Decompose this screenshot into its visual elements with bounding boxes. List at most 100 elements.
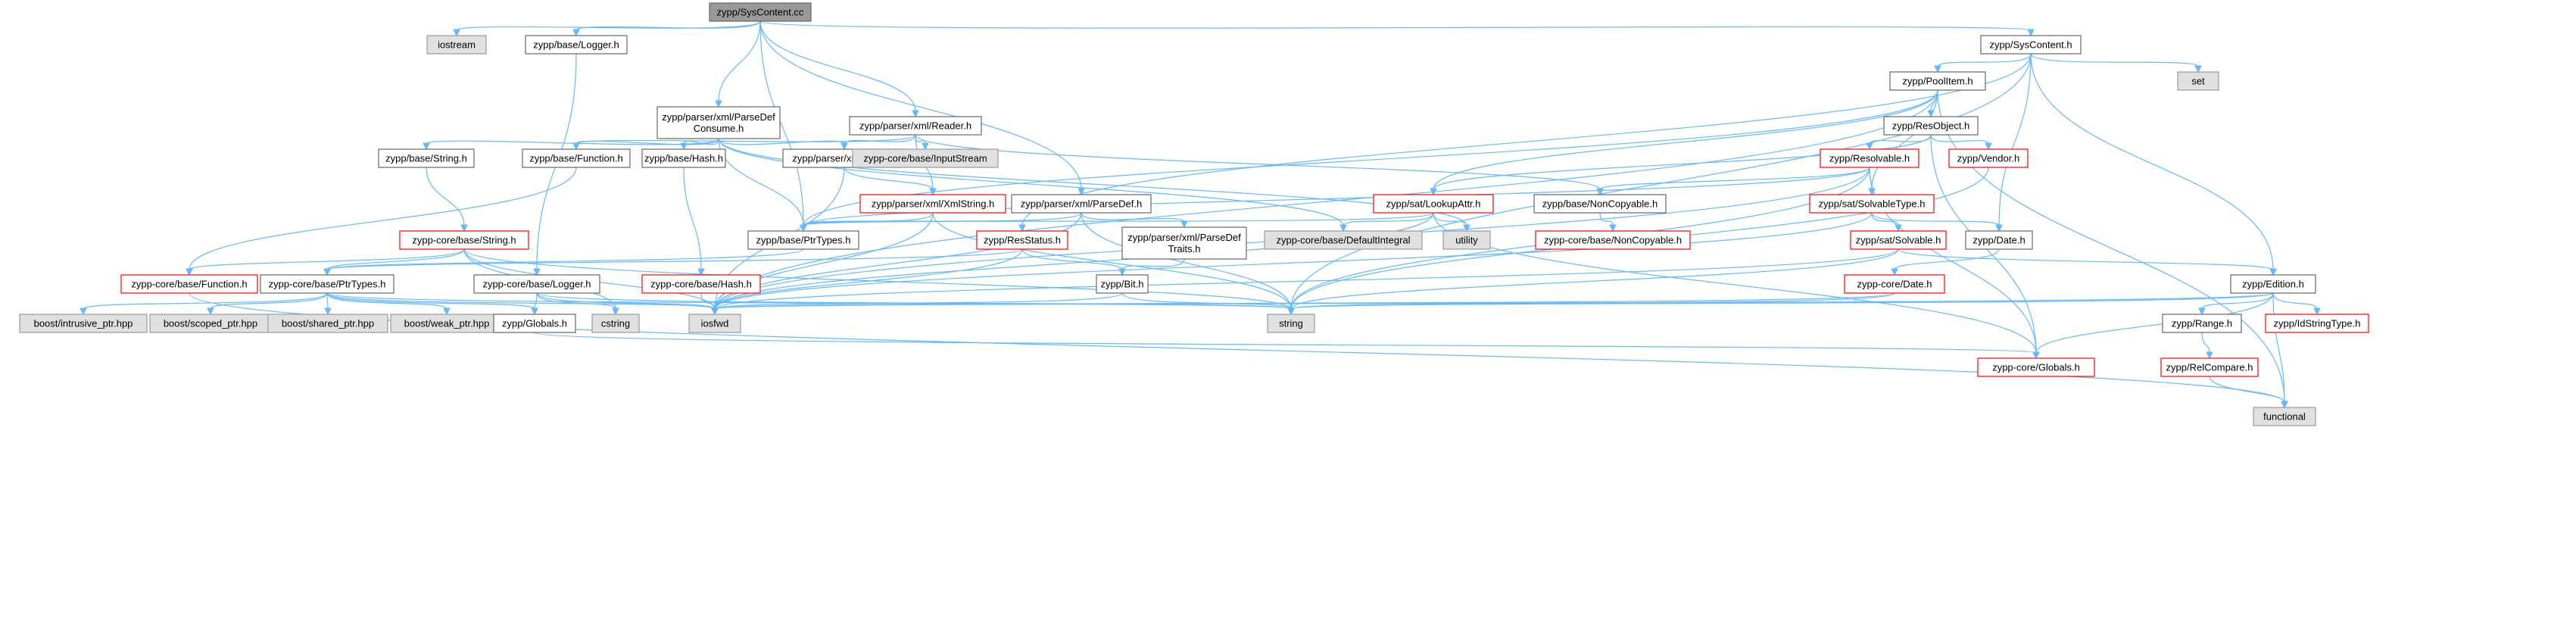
node-edition_h[interactable]: zypp/Edition.h bbox=[2230, 274, 2316, 294]
node-label-range_h: zypp/Range.h bbox=[2172, 317, 2232, 329]
node-label-core_ptrtypes_h: zypp-core/base/PtrTypes.h bbox=[269, 278, 386, 289]
node-iostream[interactable]: iostream bbox=[426, 35, 487, 55]
node-core_function_h[interactable]: zypp-core/base/Function.h bbox=[120, 274, 258, 294]
node-range_h[interactable]: zypp/Range.h bbox=[2162, 314, 2242, 333]
node-core_hash_h[interactable]: zypp-core/base/Hash.h bbox=[641, 274, 761, 294]
node-label-resolvable_h: zypp/Resolvable.h bbox=[1829, 152, 1910, 164]
node-core_logger_h[interactable]: zypp-core/base/Logger.h bbox=[473, 274, 600, 294]
node-string[interactable]: string bbox=[1267, 314, 1315, 333]
node-label-functional: functional bbox=[2263, 410, 2306, 422]
node-scoped_ptr[interactable]: boost/scoped_ptr.hpp bbox=[149, 314, 272, 333]
arrowhead-syscontent_h-to-poolitem_h bbox=[1934, 65, 1941, 73]
edge-parsedef_h-to-iosfwd bbox=[714, 212, 1082, 310]
node-resstatus_h[interactable]: zypp/ResStatus.h bbox=[976, 230, 1068, 250]
node-poolitem_h[interactable]: zypp/PoolItem.h bbox=[1889, 71, 1986, 91]
node-label-weak_ptr: boost/weak_ptr.hpp bbox=[404, 317, 490, 329]
edge-bit_h-to-iosfwd bbox=[714, 292, 1123, 310]
node-noncopyable_h[interactable]: zypp/base/NonCopyable.h bbox=[1533, 194, 1667, 214]
node-core_date_h[interactable]: zypp-core/Date.h bbox=[1844, 274, 1945, 294]
nodes-layer: zypp/SysContent.cc iostream zypp/base/Logg… bbox=[19, 2, 2369, 426]
arrowhead-relcompare_h-to-functional bbox=[2281, 401, 2288, 409]
node-box-string_h bbox=[378, 148, 475, 168]
node-ptrtypes_h[interactable]: zypp/base/PtrTypes.h bbox=[747, 230, 859, 250]
edge-resstatus_h-to-iosfwd bbox=[714, 248, 1023, 310]
arrowhead-root-to-iostream bbox=[453, 29, 460, 37]
edge-resolvable_h-to-noncopyable_h bbox=[1599, 167, 1870, 190]
node-defaultintegral[interactable]: zypp-core/base/DefaultIntegral bbox=[1264, 230, 1423, 250]
node-utility[interactable]: utility bbox=[1442, 230, 1491, 250]
node-box-solvabletype_h bbox=[1809, 194, 1935, 214]
node-logger_h[interactable]: zypp/base/Logger.h bbox=[525, 35, 628, 55]
arrowhead-core_logger_h-to-globals_h bbox=[531, 307, 538, 316]
arrowhead-lookupattr_h-to-ptrtypes_h bbox=[800, 224, 807, 233]
node-shared_ptr[interactable]: boost/shared_ptr.hpp bbox=[267, 314, 388, 333]
node-resolvable_h[interactable]: zypp/Resolvable.h bbox=[1820, 148, 1920, 168]
node-label-core_globals_h: zypp-core/Globals.h bbox=[1992, 361, 2080, 373]
node-resobject_h[interactable]: zypp/ResObject.h bbox=[1883, 116, 1979, 136]
edge-edition_h-to-iosfwd bbox=[714, 292, 2274, 310]
node-function_h[interactable]: zypp/base/Function.h bbox=[522, 148, 631, 168]
node-root[interactable]: zypp/SysContent.cc bbox=[709, 2, 812, 22]
node-label-defaultintegral: zypp-core/base/DefaultIntegral bbox=[1276, 234, 1410, 245]
node-core_globals_h[interactable]: zypp-core/Globals.h bbox=[1977, 357, 2095, 377]
edge-core_ptrtypes_h-to-string bbox=[326, 292, 1292, 310]
node-vendor_h[interactable]: zypp/Vendor.h bbox=[1948, 148, 2029, 168]
arrowhead-node_h-to-xmlstring_h bbox=[929, 188, 937, 196]
node-box-utility bbox=[1442, 230, 1491, 250]
edge-parsedefconsume-to-hash_h bbox=[683, 138, 719, 145]
node-relcompare_h[interactable]: zypp/RelCompare.h bbox=[2160, 357, 2259, 377]
node-string_h[interactable]: zypp/base/String.h bbox=[378, 148, 475, 168]
node-box-solvable_h bbox=[1850, 230, 1947, 250]
arrowhead-parsedeftraits-to-bit_h bbox=[1118, 268, 1126, 276]
node-solvable_h[interactable]: zypp/sat/Solvable.h bbox=[1850, 230, 1947, 250]
node-core_string_h[interactable]: zypp-core/base/String.h bbox=[399, 230, 529, 250]
arrowhead-root-to-parsedefconsume bbox=[715, 100, 722, 108]
node-box-bit_h bbox=[1096, 274, 1149, 294]
node-syscontent_h[interactable]: zypp/SysContent.h bbox=[1980, 35, 2082, 55]
arrowhead-globals_h-to-core_globals_h bbox=[2032, 351, 2040, 360]
arrowhead-core_ptrtypes_h-to-scoped_ptr bbox=[207, 307, 214, 316]
node-box-logger_h bbox=[525, 35, 628, 55]
node-solvabletype_h[interactable]: zypp/sat/SolvableType.h bbox=[1809, 194, 1935, 214]
node-set[interactable]: set bbox=[2177, 71, 2219, 91]
node-xmlstring_h[interactable]: zypp/parser/xml/XmlString.h bbox=[859, 194, 1006, 214]
edge-parsedefconsume-to-defaultintegral bbox=[718, 138, 1344, 226]
node-box-inputstream bbox=[852, 148, 999, 168]
node-cstring[interactable]: cstring bbox=[591, 314, 640, 333]
node-box-resolvable_h bbox=[1820, 148, 1920, 168]
node-core_ptrtypes_h[interactable]: zypp-core/base/PtrTypes.h bbox=[260, 274, 395, 294]
node-idstringtype_h[interactable]: zypp/IdStringType.h bbox=[2265, 314, 2369, 333]
arrowhead-edition_h-to-range_h bbox=[2198, 307, 2206, 316]
node-lookupattr_h[interactable]: zypp/sat/LookupAttr.h bbox=[1373, 194, 1494, 214]
edge-noncopyable_h-to-core_noncopyable bbox=[1599, 212, 1614, 226]
node-reader_h[interactable]: zypp/parser/xml/Reader.h bbox=[849, 116, 982, 136]
node-box-core_date_h bbox=[1844, 274, 1945, 294]
node-weak_ptr[interactable]: boost/weak_ptr.hpp bbox=[390, 314, 504, 333]
node-hash_h[interactable]: zypp/base/Hash.h bbox=[641, 148, 726, 168]
node-label-core_noncopyable: zypp-core/base/NonCopyable.h bbox=[1544, 234, 1682, 245]
node-core_noncopyable[interactable]: zypp-core/base/NonCopyable.h bbox=[1535, 230, 1691, 250]
node-box-set bbox=[2177, 71, 2219, 91]
edge-reader_h-to-inputstream bbox=[915, 134, 926, 145]
node-box-functional bbox=[2253, 407, 2316, 426]
node-box-iosfwd bbox=[688, 314, 741, 333]
node-label-intrusive_ptr: boost/intrusive_ptr.hpp bbox=[34, 317, 133, 329]
node-box-cstring bbox=[591, 314, 640, 333]
node-intrusive_ptr[interactable]: boost/intrusive_ptr.hpp bbox=[19, 314, 148, 333]
edge-core_string_h-to-core_function_h bbox=[189, 248, 465, 270]
edge-resobject_h-to-lookupattr_h bbox=[1433, 134, 1932, 190]
node-parsedef_h[interactable]: zypp/parser/xml/ParseDef.h bbox=[1011, 194, 1152, 214]
node-globals_h[interactable]: zypp/Globals.h bbox=[493, 314, 576, 333]
node-bit_h[interactable]: zypp/Bit.h bbox=[1096, 274, 1149, 294]
node-label-parsedeftraits: zypp/parser/xml/ParseDef bbox=[1127, 232, 1241, 243]
arrowhead-resobject_h-to-resolvable_h bbox=[1866, 142, 1873, 151]
arrowhead-core_string_h-to-core_function_h bbox=[186, 268, 193, 276]
node-inputstream[interactable]: zypp-core/base/InputStream bbox=[852, 148, 999, 168]
node-date_h[interactable]: zypp/Date.h bbox=[1965, 230, 2033, 250]
edge-edition_h-to-idstringtype_h bbox=[2272, 292, 2318, 310]
node-box-core_globals_h bbox=[1977, 357, 2095, 377]
node-functional[interactable]: functional bbox=[2253, 407, 2316, 426]
node-iosfwd[interactable]: iosfwd bbox=[688, 314, 741, 333]
